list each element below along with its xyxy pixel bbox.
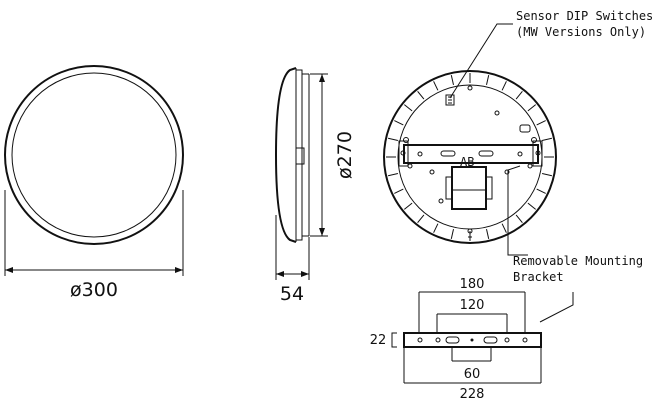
rim-tick [433,223,439,233]
dip-switch-block [445,94,455,106]
sensor-callout: Sensor DIP Switches (MW Versions Only) [449,9,653,99]
screw-hole [467,85,473,91]
rim-tick [541,137,553,141]
bracket-hole [517,151,523,157]
sensor-callout-line1: Sensor DIP Switches [516,9,653,23]
bracket-callout: Removable Mounting Bracket [507,165,643,323]
bracket-body [403,332,542,348]
front-dim-arrow-left [5,267,13,273]
rim-tick [527,104,537,112]
side-diffuser-profile [274,67,297,243]
side-depth-label: 54 [280,283,304,305]
base-screw [531,137,537,143]
bracket-leader-main [507,165,528,256]
bracket-slot [478,150,494,157]
sensor-callout-line2: (MW Versions Only) [516,25,646,39]
rim-tick [450,74,454,86]
base-screw [527,163,533,169]
rim-tick [403,202,413,210]
bracket-leader-detail [539,292,574,323]
rim-tick [515,90,523,100]
side-dim-arrow-top [319,74,325,82]
screw-hole [438,198,444,204]
side-base-plate [295,69,303,241]
front-view: ø300 [4,65,184,301]
rim-tick [501,81,507,91]
rear-view: AB [383,70,557,244]
bracket-screw [400,150,406,156]
bracket-hole [417,151,423,157]
front-dim-arrow-right [175,267,183,273]
bracket-hole [504,337,510,343]
screw-hole [494,110,500,116]
rear-mounting-bracket [403,144,539,164]
rear-outer-ring [383,70,557,244]
connector-terminal [519,124,531,133]
bracket-outer-label: 180 [460,277,485,292]
rim-tick [394,120,404,126]
rim-tick [536,188,546,194]
rim-tick [536,120,546,126]
rim-tick [403,104,413,112]
side-diameter-label: ø270 [334,131,356,179]
rim-tick [486,74,490,86]
rim-tick [541,173,553,177]
bracket-hole [417,337,423,343]
rim-tick [486,228,490,240]
screw-hole [467,228,473,234]
side-view: ø270 54 [274,67,356,305]
bracket-height-label: 22 [370,333,387,348]
front-inner-ring [11,72,177,238]
rim-tick [501,223,507,233]
driver-clip-left [445,176,453,200]
base-screw [407,163,413,169]
driver-label: AB [460,155,474,169]
rim-tick [387,173,399,177]
rim-tick [394,188,404,194]
bracket-slot [440,150,456,157]
base-screw [403,137,409,143]
bracket-slot-right [483,336,498,344]
sensor-leader [449,23,513,99]
depth-arrow-left [276,271,284,277]
screw-hole [504,169,510,175]
side-sensor-module [295,147,305,165]
rim-tick [527,202,537,210]
bracket-hole [522,337,528,343]
front-diameter-label: ø300 [70,279,118,301]
rim-tick [417,214,425,224]
bracket-callout-line1: Removable Mounting [513,254,643,268]
led-driver-box [451,166,487,210]
rim-tick [433,81,439,91]
side-dim-arrow-bottom [319,228,325,236]
bracket-hole [435,337,441,343]
bracket-total-label: 228 [460,387,485,402]
bracket-inner-label: 120 [460,298,485,313]
bracket-detail: 180 120 22 60 228 [370,277,542,402]
depth-arrow-right [301,271,309,277]
bracket-callout-line2: Bracket [513,270,564,284]
dim22-bracket [391,332,397,348]
rim-tick [387,137,399,141]
rim-tick [515,214,523,224]
bracket-slot-label: 60 [464,367,481,382]
front-outer-ring [4,65,184,245]
driver-clip-right [485,176,493,200]
bracket-center-hole [470,338,474,342]
bracket-ear-right [532,140,543,167]
rim-tick [417,90,425,100]
bracket-slot-left [445,336,460,344]
rim-tick [450,228,454,240]
screw-hole [429,169,435,175]
bracket-screw [535,150,541,156]
